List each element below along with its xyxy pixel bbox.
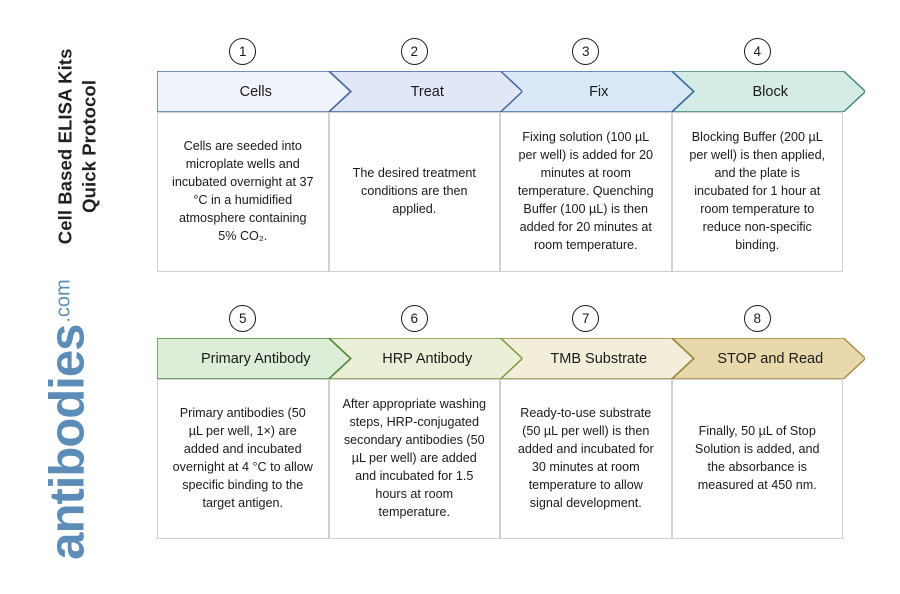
chevron-shape: [157, 71, 351, 112]
step-number-circle: 5: [229, 305, 257, 332]
left-rail: Cell Based ELISA Kits Quick Protocol ant…: [0, 0, 155, 594]
step-number-2: 2: [329, 38, 501, 65]
step-number-8: 8: [672, 305, 844, 332]
process-row-1: 1 2 3 4 Cells Treat Fix Block Cells are seeded…: [157, 38, 865, 272]
chevron-label: Primary Antibody: [200, 350, 311, 367]
step-number-circle: 1: [229, 38, 257, 65]
step-description-text: Finally, 50 µL of Stop Solution is added…: [694, 424, 820, 492]
chevron-label: HRP Antibody: [382, 350, 473, 367]
chevron-step-2[interactable]: Treat: [328, 71, 522, 112]
chevron-step-4[interactable]: Block: [671, 71, 865, 112]
brand-tld: .com: [52, 279, 75, 323]
step-number-circle: 8: [743, 305, 771, 332]
chevron-shape: [157, 338, 351, 379]
description-row-1: Cells are seeded into microplate wells a…: [157, 112, 843, 272]
chevron-step-6[interactable]: HRP Antibody: [328, 338, 522, 379]
description-row-2: Primary antibodies (50 µL per well, 1×) …: [157, 379, 843, 539]
step-description-8: Finally, 50 µL of Stop Solution is added…: [671, 379, 843, 539]
step-description-text: Primary antibodies (50 µL per well, 1×) …: [172, 406, 313, 510]
step-description-7: Ready-to-use substrate (50 µL per well) …: [500, 379, 672, 539]
step-description-5: Primary antibodies (50 µL per well, 1×) …: [157, 379, 329, 539]
brand-name: antibodies: [40, 324, 95, 560]
chevron-label: STOP and Read: [717, 350, 824, 367]
step-description-text: After appropriate washing steps, HRP-con…: [342, 397, 487, 519]
step-number-circle: 3: [572, 38, 600, 65]
chevron-shape: [500, 338, 694, 379]
step-description-2: The desired treatment conditions are the…: [328, 112, 500, 272]
step-number-row-1: 1 2 3 4: [157, 38, 843, 71]
chevron-band-2: Primary Antibody HRP Antibody TMB Substrat…: [157, 338, 865, 379]
step-number-circle: 2: [400, 38, 428, 65]
step-number-4: 4: [672, 38, 844, 65]
chevron-step-3[interactable]: Fix: [500, 71, 694, 112]
step-description-6: After appropriate washing steps, HRP-con…: [328, 379, 500, 539]
chevron-label: TMB Substrate: [550, 350, 648, 367]
step-description-3: Fixing solution (100 µL per well) is add…: [500, 112, 672, 272]
chevron-label: Treat: [410, 83, 444, 100]
step-number-circle: 6: [400, 305, 428, 332]
chevron-shape: [671, 71, 865, 112]
step-description-text: Blocking Buffer (200 µL per well) is the…: [689, 130, 826, 252]
step-number-1: 1: [157, 38, 329, 65]
step-description-text: The desired treatment conditions are the…: [352, 166, 476, 216]
step-number-7: 7: [500, 305, 672, 332]
chevron-shape: [328, 338, 522, 379]
step-number-circle: 4: [743, 38, 771, 65]
chevron-step-5[interactable]: Primary Antibody: [157, 338, 351, 379]
step-number-3: 3: [500, 38, 672, 65]
page-title: Cell Based ELISA Kits Quick Protocol: [54, 48, 100, 245]
process-row-2: 5 6 7 8 Primary Antibody HRP Antibody TMB Sub…: [157, 305, 865, 539]
chevron-shape: [328, 71, 522, 112]
step-number-circle: 7: [572, 305, 600, 332]
chevron-shape: [500, 71, 694, 112]
chevron-step-1[interactable]: Cells: [157, 71, 351, 112]
chevron-step-7[interactable]: TMB Substrate: [500, 338, 694, 379]
step-number-row-2: 5 6 7 8: [157, 305, 843, 338]
chevron-label: Cells: [239, 83, 272, 100]
chevron-label: Fix: [589, 83, 609, 100]
brand-logo: antibodies.com: [40, 270, 95, 570]
step-description-text: Fixing solution (100 µL per well) is add…: [517, 130, 654, 252]
step-description-text: Cells are seeded into microplate wells a…: [172, 139, 314, 243]
chevron-step-8[interactable]: STOP and Read: [671, 338, 865, 379]
chevron-label: Block: [752, 83, 788, 100]
chevron-band-1: Cells Treat Fix Block: [157, 71, 865, 112]
step-number-5: 5: [157, 305, 329, 332]
step-number-6: 6: [329, 305, 501, 332]
step-description-text: Ready-to-use substrate (50 µL per well) …: [517, 406, 654, 510]
step-description-4: Blocking Buffer (200 µL per well) is the…: [671, 112, 843, 272]
chevron-shape: [671, 338, 865, 379]
step-description-1: Cells are seeded into microplate wells a…: [157, 112, 329, 272]
